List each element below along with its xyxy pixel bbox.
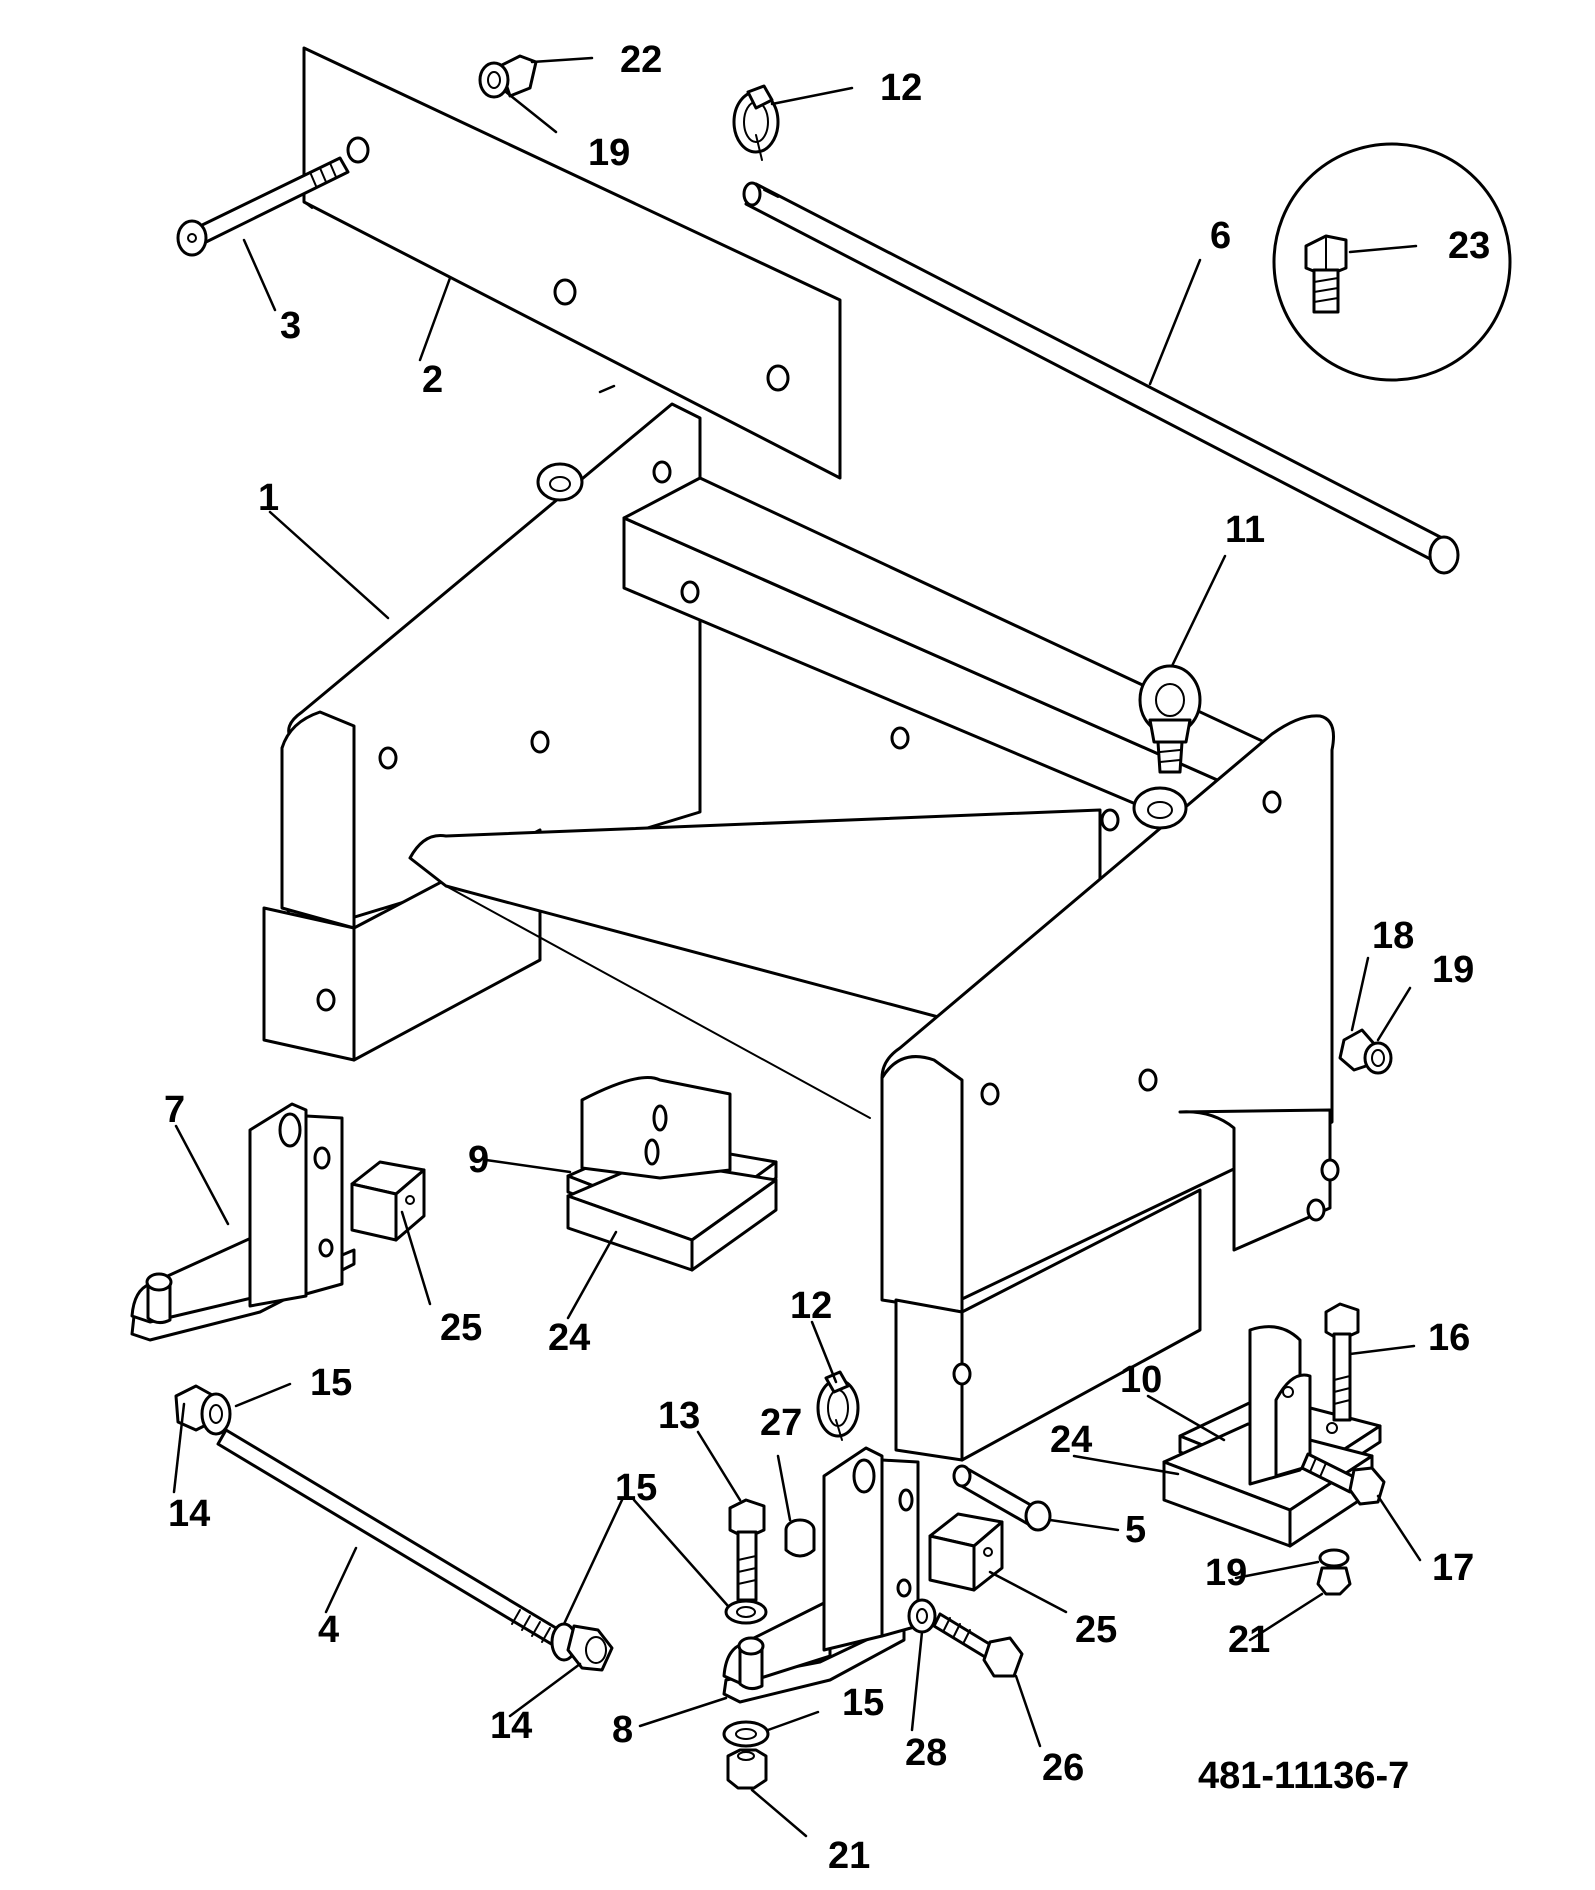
- part-lynch-pin-top: [732, 84, 780, 161]
- part-spacer-right: [928, 1512, 1004, 1592]
- part-eyebolt: [1138, 664, 1202, 774]
- callout-label: 26: [1042, 1747, 1084, 1789]
- callout-label: 5: [1125, 1509, 1146, 1551]
- callout-label: 10: [1120, 1359, 1162, 1401]
- callout-label: 3: [280, 305, 301, 347]
- part-bushing: [784, 1518, 816, 1558]
- part-detail-bolt: [1272, 142, 1512, 382]
- leader-lines: [172, 56, 1422, 1838]
- callout-label: 19: [1432, 949, 1474, 991]
- callout-label: 28: [905, 1732, 947, 1774]
- drawing-number: 481-11136-7: [1198, 1755, 1409, 1797]
- part-pin: [952, 1464, 1052, 1532]
- callout-label: 6: [1210, 215, 1231, 257]
- callout-label: 23: [1448, 225, 1490, 267]
- callout-label: 11: [1225, 509, 1265, 551]
- callout-label: 12: [880, 67, 922, 109]
- callout-label: 15: [615, 1467, 657, 1509]
- part-plate: [302, 46, 842, 480]
- callout-label: 15: [310, 1362, 352, 1404]
- part-bolt-13: [724, 1498, 768, 1625]
- callout-label: 27: [760, 1402, 802, 1444]
- callout-label: 18: [1372, 915, 1414, 957]
- part-nut-washer-right: [1338, 1028, 1393, 1075]
- callout-label: 16: [1428, 1317, 1470, 1359]
- callout-label: 19: [588, 132, 630, 174]
- callout-label: 15: [842, 1682, 884, 1724]
- callout-label: 1: [258, 477, 279, 519]
- callout-label: 22: [620, 39, 662, 81]
- callout-label: 25: [440, 1307, 482, 1349]
- callout-label: 21: [1228, 1619, 1270, 1661]
- part-bolt-26: [907, 1598, 1024, 1678]
- callout-label: 8: [612, 1709, 633, 1751]
- callout-label: 9: [468, 1139, 489, 1181]
- callout-label: 19: [1205, 1552, 1247, 1594]
- part-threaded-rod: [174, 1384, 614, 1672]
- part-right-bracket: [722, 1446, 920, 1704]
- callout-label: 7: [164, 1089, 185, 1131]
- part-washer-nut-right-bottom: [1316, 1548, 1352, 1596]
- callout-label: 12: [790, 1285, 832, 1327]
- callout-label: 24: [548, 1317, 590, 1359]
- part-middle-pad: [566, 1076, 778, 1272]
- part-bolt-17: [1300, 1452, 1386, 1506]
- part-rod: [742, 181, 1460, 575]
- callout-label: 4: [318, 1609, 339, 1651]
- callout-label: 14: [490, 1705, 532, 1747]
- callout-label: 24: [1050, 1419, 1092, 1461]
- part-nut-washer-top: [478, 54, 538, 99]
- callout-label: 25: [1075, 1609, 1117, 1651]
- part-main-frame: [262, 402, 1340, 1462]
- part-nut-washer-bottom: [722, 1720, 770, 1790]
- part-bolt-16: [1324, 1302, 1360, 1422]
- callout-label: 14: [168, 1493, 210, 1535]
- callout-label: 17: [1432, 1547, 1474, 1589]
- part-long-bolt: [176, 156, 350, 257]
- part-lynch-pin-bottom: [816, 1370, 860, 1441]
- callout-label: 2: [422, 359, 443, 401]
- callout-label: 13: [658, 1395, 700, 1437]
- part-left-bracket: [130, 1102, 356, 1342]
- part-spacer-left: [350, 1160, 426, 1242]
- callout-label: 21: [828, 1835, 870, 1877]
